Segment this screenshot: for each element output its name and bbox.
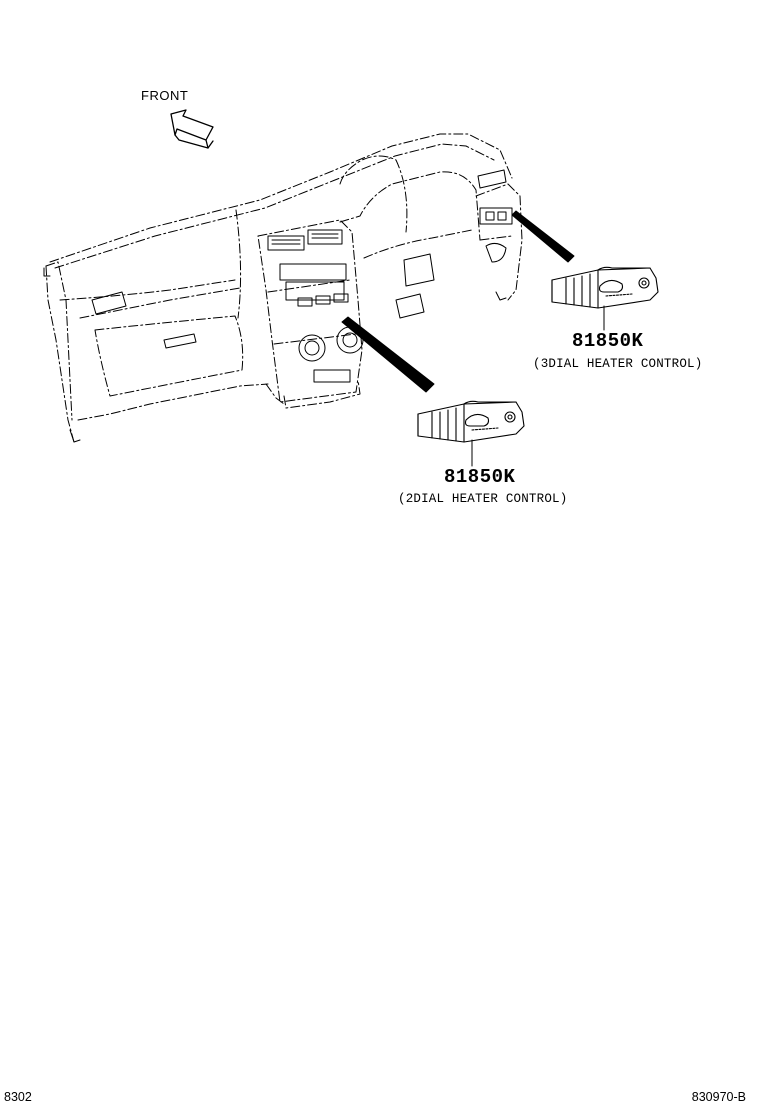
switch-3dial — [551, 266, 659, 309]
instrument-panel-outline — [45, 133, 523, 443]
part-description-2dial: (2DIAL HEATER CONTROL) — [398, 492, 568, 506]
leader-lines — [341, 210, 575, 393]
dash-details — [43, 169, 513, 443]
switch-2dial — [417, 400, 525, 443]
leader-2dial — [341, 316, 435, 393]
leader-3dial — [511, 210, 575, 263]
front-arrow-icon — [170, 109, 214, 149]
illustration-id: 830970-B — [691, 1090, 746, 1104]
part-description-3dial: (3DIAL HEATER CONTROL) — [533, 357, 703, 371]
callout-ticks — [471, 305, 605, 467]
part-number-2dial[interactable]: 81850K — [444, 466, 516, 488]
page-code: 8302 — [4, 1090, 32, 1104]
front-label: FRONT — [141, 88, 189, 103]
part-number-3dial[interactable]: 81850K — [572, 330, 644, 352]
